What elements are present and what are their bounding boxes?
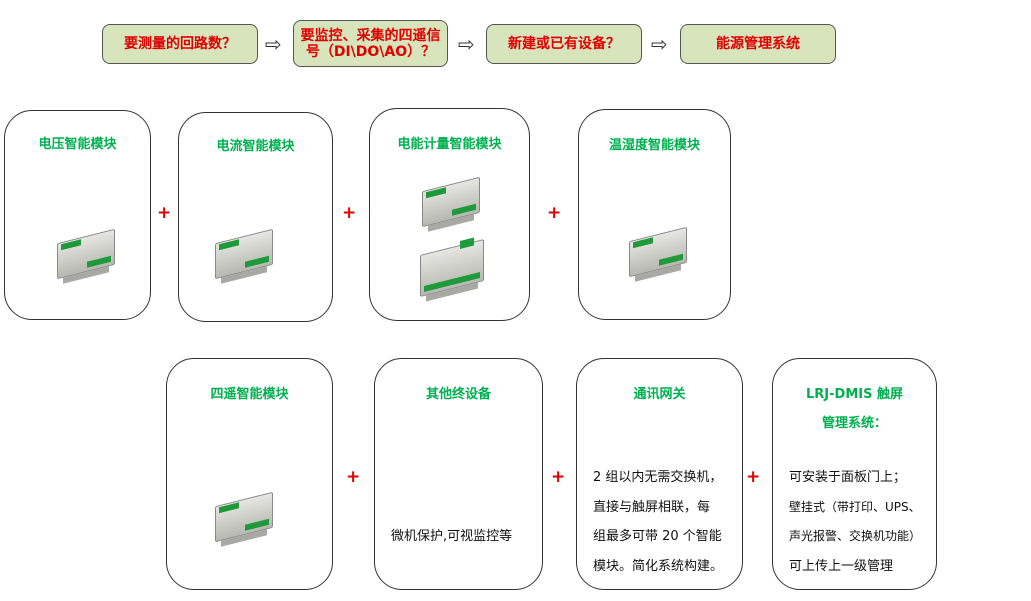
card-touchscreen-system: LRJ-DMIS 触屏 管理系统： 可安装于面板门上； 壁挂式（带打印、UPS、…	[772, 358, 937, 590]
step-loop-count: 要测量的回路数？	[102, 24, 258, 64]
card-voltage-module: 电压智能模块	[4, 110, 151, 320]
module-device-image	[420, 237, 484, 302]
plus-sign: +	[551, 467, 566, 487]
desc-line: 组最多可带 20 个智能	[593, 529, 722, 544]
card-title: LRJ-DMIS 触屏	[806, 387, 903, 402]
step-energy-system: 能源管理系统	[680, 24, 836, 64]
module-device-image	[215, 491, 273, 547]
card-temp-humidity-module: 温湿度智能模块	[578, 109, 731, 320]
step-equipment: 新建或已有设备？	[486, 24, 642, 64]
module-device-image	[629, 226, 687, 282]
card-energy-meter-module: 电能计量智能模块	[369, 108, 530, 321]
card-title: 四遥智能模块	[210, 387, 289, 402]
arrow-icon: ⇨	[651, 32, 668, 56]
desc-line: 2 组以内无需交换机，	[593, 470, 723, 485]
desc-line: 直接与触屏相联，每	[593, 499, 711, 515]
module-device-image	[57, 228, 115, 284]
desc-line: 壁挂式（带打印、UPS、	[789, 499, 921, 514]
plus-sign: +	[547, 203, 562, 223]
card-title: 电能计量智能模块	[397, 137, 502, 152]
desc-line: 可安装于面板门上；	[789, 470, 907, 485]
desc-line: 声光报警、交换机功能）	[789, 529, 922, 543]
card-description: 2 组以内无需交换机， 直接与触屏相联，每 组最多可带 20 个智能 模块。简化…	[593, 463, 723, 581]
plus-sign: +	[346, 467, 361, 487]
arrow-icon: ⇨	[458, 32, 475, 56]
card-title: 电压智能模块	[38, 137, 117, 152]
step-signals: 要监控、采集的四遥信号（DI\DO\AO）？	[293, 20, 448, 67]
plus-sign: +	[746, 467, 761, 487]
card-title: 电流智能模块	[216, 139, 295, 154]
plus-sign: +	[342, 203, 357, 223]
module-device-image	[215, 228, 273, 284]
card-other-devices: 其他终设备 微机保护,可视监控等	[374, 358, 543, 590]
arrow-icon: ⇨	[265, 32, 282, 56]
card-title: 通讯网关	[633, 387, 686, 402]
card-title: 温湿度智能模块	[608, 138, 700, 153]
card-gateway: 通讯网关 2 组以内无需交换机， 直接与触屏相联，每 组最多可带 20 个智能 …	[576, 358, 743, 590]
desc-line: 可上传上一级管理	[789, 558, 894, 574]
card-description: 微机保护,可视监控等	[391, 529, 513, 544]
module-device-image	[422, 176, 480, 232]
plus-sign: +	[157, 203, 172, 223]
card-remote-module: 四遥智能模块	[166, 358, 333, 590]
card-description: 可安装于面板门上； 壁挂式（带打印、UPS、 声光报警、交换机功能） 可上传上一…	[789, 463, 921, 581]
card-title-line2: 管理系统：	[821, 416, 887, 431]
card-current-module: 电流智能模块	[178, 112, 333, 322]
card-title: 其他终设备	[425, 387, 491, 402]
desc-line: 模块。简化系统构建。	[593, 558, 724, 574]
